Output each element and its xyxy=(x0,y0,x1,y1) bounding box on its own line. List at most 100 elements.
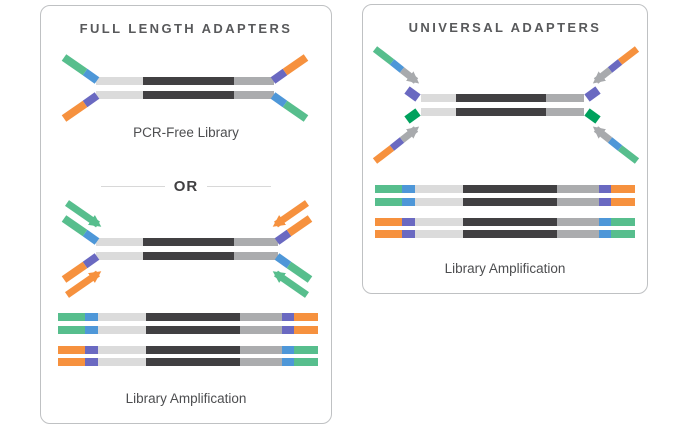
segment-green xyxy=(294,346,318,354)
strand-segment xyxy=(234,238,278,246)
segment-orange xyxy=(58,346,85,354)
segment-indigo xyxy=(599,198,611,206)
strand-segment xyxy=(96,252,143,260)
top-strand xyxy=(96,238,278,246)
adapter-arm-indigo xyxy=(274,229,292,245)
stub-adapter-indigo xyxy=(404,86,421,102)
adapter-arm-green xyxy=(282,100,309,122)
primer-tail-green xyxy=(372,46,395,65)
segment-light xyxy=(98,326,146,334)
segment-insert xyxy=(146,346,240,354)
segment-orange xyxy=(611,198,635,206)
segment-insert xyxy=(146,313,240,321)
segment-green xyxy=(611,230,635,238)
primer-arrow-green xyxy=(272,270,309,298)
product-duplex-bottom xyxy=(58,346,318,366)
adapter-arm-blue xyxy=(82,68,100,84)
product-strand xyxy=(375,218,635,226)
product-strand xyxy=(58,313,318,321)
product-strand xyxy=(58,346,318,354)
strand-segment xyxy=(546,108,584,116)
segment-indigo xyxy=(402,218,415,226)
strand-segment xyxy=(234,252,278,260)
segment-light xyxy=(98,358,146,366)
segment-indigo xyxy=(599,185,611,193)
segment-indigo xyxy=(85,346,98,354)
stub-adapter-green xyxy=(404,108,421,124)
adapter-arm-blue xyxy=(270,92,288,108)
segment-light xyxy=(98,346,146,354)
primer-tail-blue xyxy=(389,59,405,73)
segment-light xyxy=(415,218,463,226)
segment-blue xyxy=(85,326,98,334)
segment-blue xyxy=(402,198,415,206)
universal-adapters-panel: UNIVERSAL ADAPTERS xyxy=(362,4,648,294)
segment-blue xyxy=(282,358,294,366)
segment-orange xyxy=(294,313,318,321)
or-divider: OR xyxy=(41,178,331,195)
primer-tail-orange xyxy=(372,145,395,164)
adapter-arm-green xyxy=(61,54,88,76)
primer-arrow-green xyxy=(65,200,102,228)
strand-segment xyxy=(96,91,143,99)
full-length-adapter-pcr-diagram xyxy=(61,200,313,298)
adapter-arm-indigo xyxy=(82,92,100,108)
segment-orange xyxy=(611,185,635,193)
product-strand xyxy=(375,230,635,238)
segment-light xyxy=(98,313,146,321)
adapter-arm-orange xyxy=(61,261,88,283)
segment-medium xyxy=(557,230,599,238)
library-amplification-label: Library Amplification xyxy=(444,261,566,276)
strand-segment xyxy=(96,77,143,85)
segment-blue xyxy=(402,185,415,193)
product-duplex-bottom xyxy=(375,218,635,238)
segment-green xyxy=(611,218,635,226)
segment-light xyxy=(415,185,463,193)
primer-top-left xyxy=(372,46,420,84)
segment-green xyxy=(375,185,402,193)
product-strand xyxy=(375,198,635,206)
stub-adapter-green xyxy=(584,108,601,124)
segment-orange xyxy=(58,358,85,366)
segment-medium xyxy=(240,313,282,321)
adapter-arm-orange xyxy=(61,100,88,122)
primer-tail-blue xyxy=(607,137,623,151)
segment-orange xyxy=(375,218,402,226)
segment-blue xyxy=(282,346,294,354)
bottom-strand xyxy=(96,91,274,99)
insert-segment xyxy=(143,77,234,85)
insert-segment xyxy=(143,91,234,99)
primer-shaft-gray xyxy=(592,67,613,84)
primer-shaft-gray xyxy=(399,67,420,84)
pcr-primers xyxy=(65,200,309,298)
segment-blue xyxy=(599,218,611,226)
insert-segment xyxy=(143,252,234,260)
strand-segment xyxy=(234,77,274,85)
segment-indigo xyxy=(402,230,415,238)
adapter-arm-green xyxy=(286,261,313,283)
primer-arrow-orange xyxy=(272,200,309,228)
adapter-arms xyxy=(61,54,309,122)
segment-green xyxy=(294,358,318,366)
strand-segment xyxy=(421,108,456,116)
segment-orange xyxy=(294,326,318,334)
strand-segment xyxy=(546,94,584,102)
segment-medium xyxy=(240,358,282,366)
primer-shaft-gray xyxy=(399,126,420,143)
full-length-adapters-panel: FULL LENGTH ADAPTERS xyxy=(40,5,332,424)
segment-light xyxy=(415,198,463,206)
adapter-arms xyxy=(61,215,313,283)
amplified-library-products-diagram xyxy=(375,185,635,238)
divider-line-right xyxy=(207,186,272,187)
indexed-primers xyxy=(372,46,640,164)
segment-green xyxy=(58,313,85,321)
product-strand xyxy=(58,358,318,366)
primer-tail-indigo xyxy=(607,59,623,73)
segment-insert xyxy=(463,230,557,238)
segment-insert xyxy=(463,218,557,226)
segment-medium xyxy=(557,218,599,226)
library-amplification-label: Library Amplification xyxy=(125,391,247,406)
universal-adapter-pcr-diagram xyxy=(372,46,640,164)
adapter-arm-orange xyxy=(286,215,313,237)
